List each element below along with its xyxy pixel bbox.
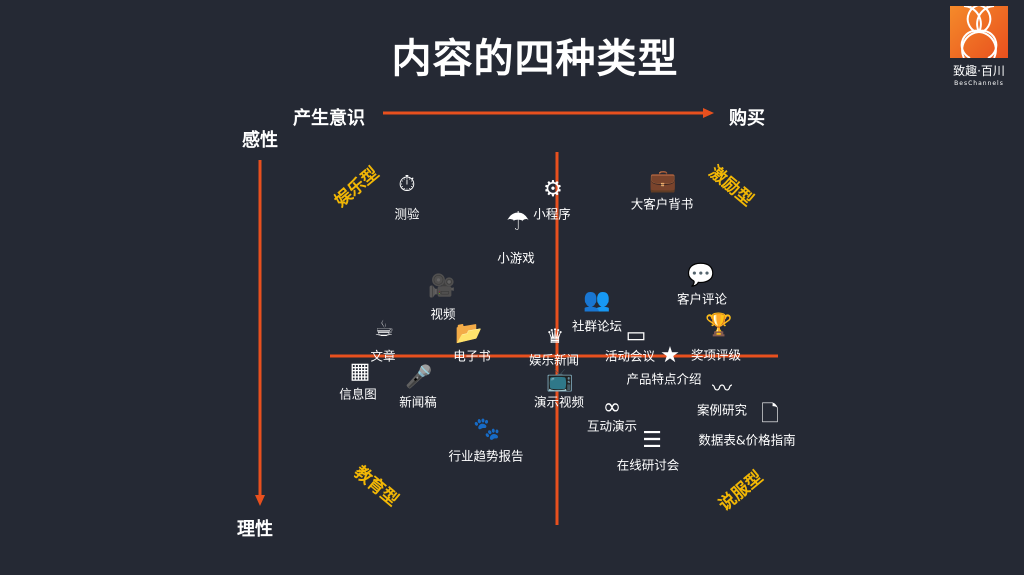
document-icon: 🗋: [761, 402, 779, 427]
item-events: 活动会议: [604, 348, 656, 364]
briefcase-icon: 💼: [649, 169, 677, 194]
item-demo-video: 演示视频: [533, 394, 585, 410]
item-reviews: 客户评论: [676, 291, 728, 307]
item-case-study: 案例研究: [696, 402, 748, 418]
logo-text: 致趣·百川: [953, 64, 1005, 78]
flowchart-icon: ☰: [642, 428, 662, 453]
chat-bubble-icon: 💬: [687, 263, 715, 288]
coffee-cup-icon: ☕: [374, 317, 394, 342]
pulse-icon: 〰: [712, 376, 732, 400]
logo: [950, 6, 1008, 58]
parachute-icon: ☂: [506, 207, 530, 237]
item-quiz: 测验: [394, 206, 420, 222]
item-press-release: 新闻稿: [399, 394, 437, 410]
item-webinar: 在线研讨会: [616, 457, 680, 473]
calendar-grid-icon: ▦: [349, 359, 371, 384]
folder-icon: 📂: [455, 321, 483, 346]
loop-icon: ∞: [602, 395, 622, 420]
axis-label-awareness: 产生意识: [293, 108, 365, 129]
movie-camera-icon: 🎥: [428, 274, 456, 299]
gear-icon: ⚙: [543, 177, 563, 202]
item-article: 文章: [370, 348, 396, 364]
logo-subtext: BesChannels: [954, 80, 1004, 87]
paw-icon: 🐾: [473, 417, 501, 442]
axis-label-emotional: 感性: [242, 130, 278, 151]
item-interactive-demo: 互动演示: [586, 418, 638, 434]
item-entertainment-news: 娱乐新闻: [528, 352, 580, 368]
item-product-features: 产品特点介绍: [626, 371, 702, 387]
stopwatch-icon: ⏱: [398, 172, 416, 197]
item-key-account: 大客户背书: [630, 196, 694, 212]
people-icon: 👥: [583, 288, 611, 313]
logo-arcs-icon: [960, 6, 998, 58]
trophy-icon: 🏆: [705, 313, 733, 338]
medal-star-icon: ★: [660, 343, 680, 368]
item-awards: 奖项评级: [690, 347, 742, 363]
item-mini-game: 小游戏: [497, 250, 535, 266]
item-ebook: 电子书: [453, 348, 491, 364]
presentation-screen-icon: ▭: [625, 323, 647, 348]
item-community: 社群论坛: [571, 318, 623, 334]
item-industry-report: 行业趋势报告: [448, 448, 524, 464]
axis-label-rational: 理性: [237, 519, 273, 540]
page-title: 内容的四种类型: [391, 36, 679, 82]
item-datasheet-pricing: 数据表&价格指南: [698, 432, 796, 448]
microphone-icon: 🎤: [405, 365, 433, 390]
item-video: 视频: [430, 306, 456, 322]
item-infographic: 信息图: [339, 386, 377, 402]
item-mini-program: 小程序: [533, 206, 571, 222]
axis-label-purchase: 购买: [729, 108, 765, 129]
tv-icon: 📺: [546, 368, 574, 393]
theater-icon: ♛: [546, 324, 564, 348]
